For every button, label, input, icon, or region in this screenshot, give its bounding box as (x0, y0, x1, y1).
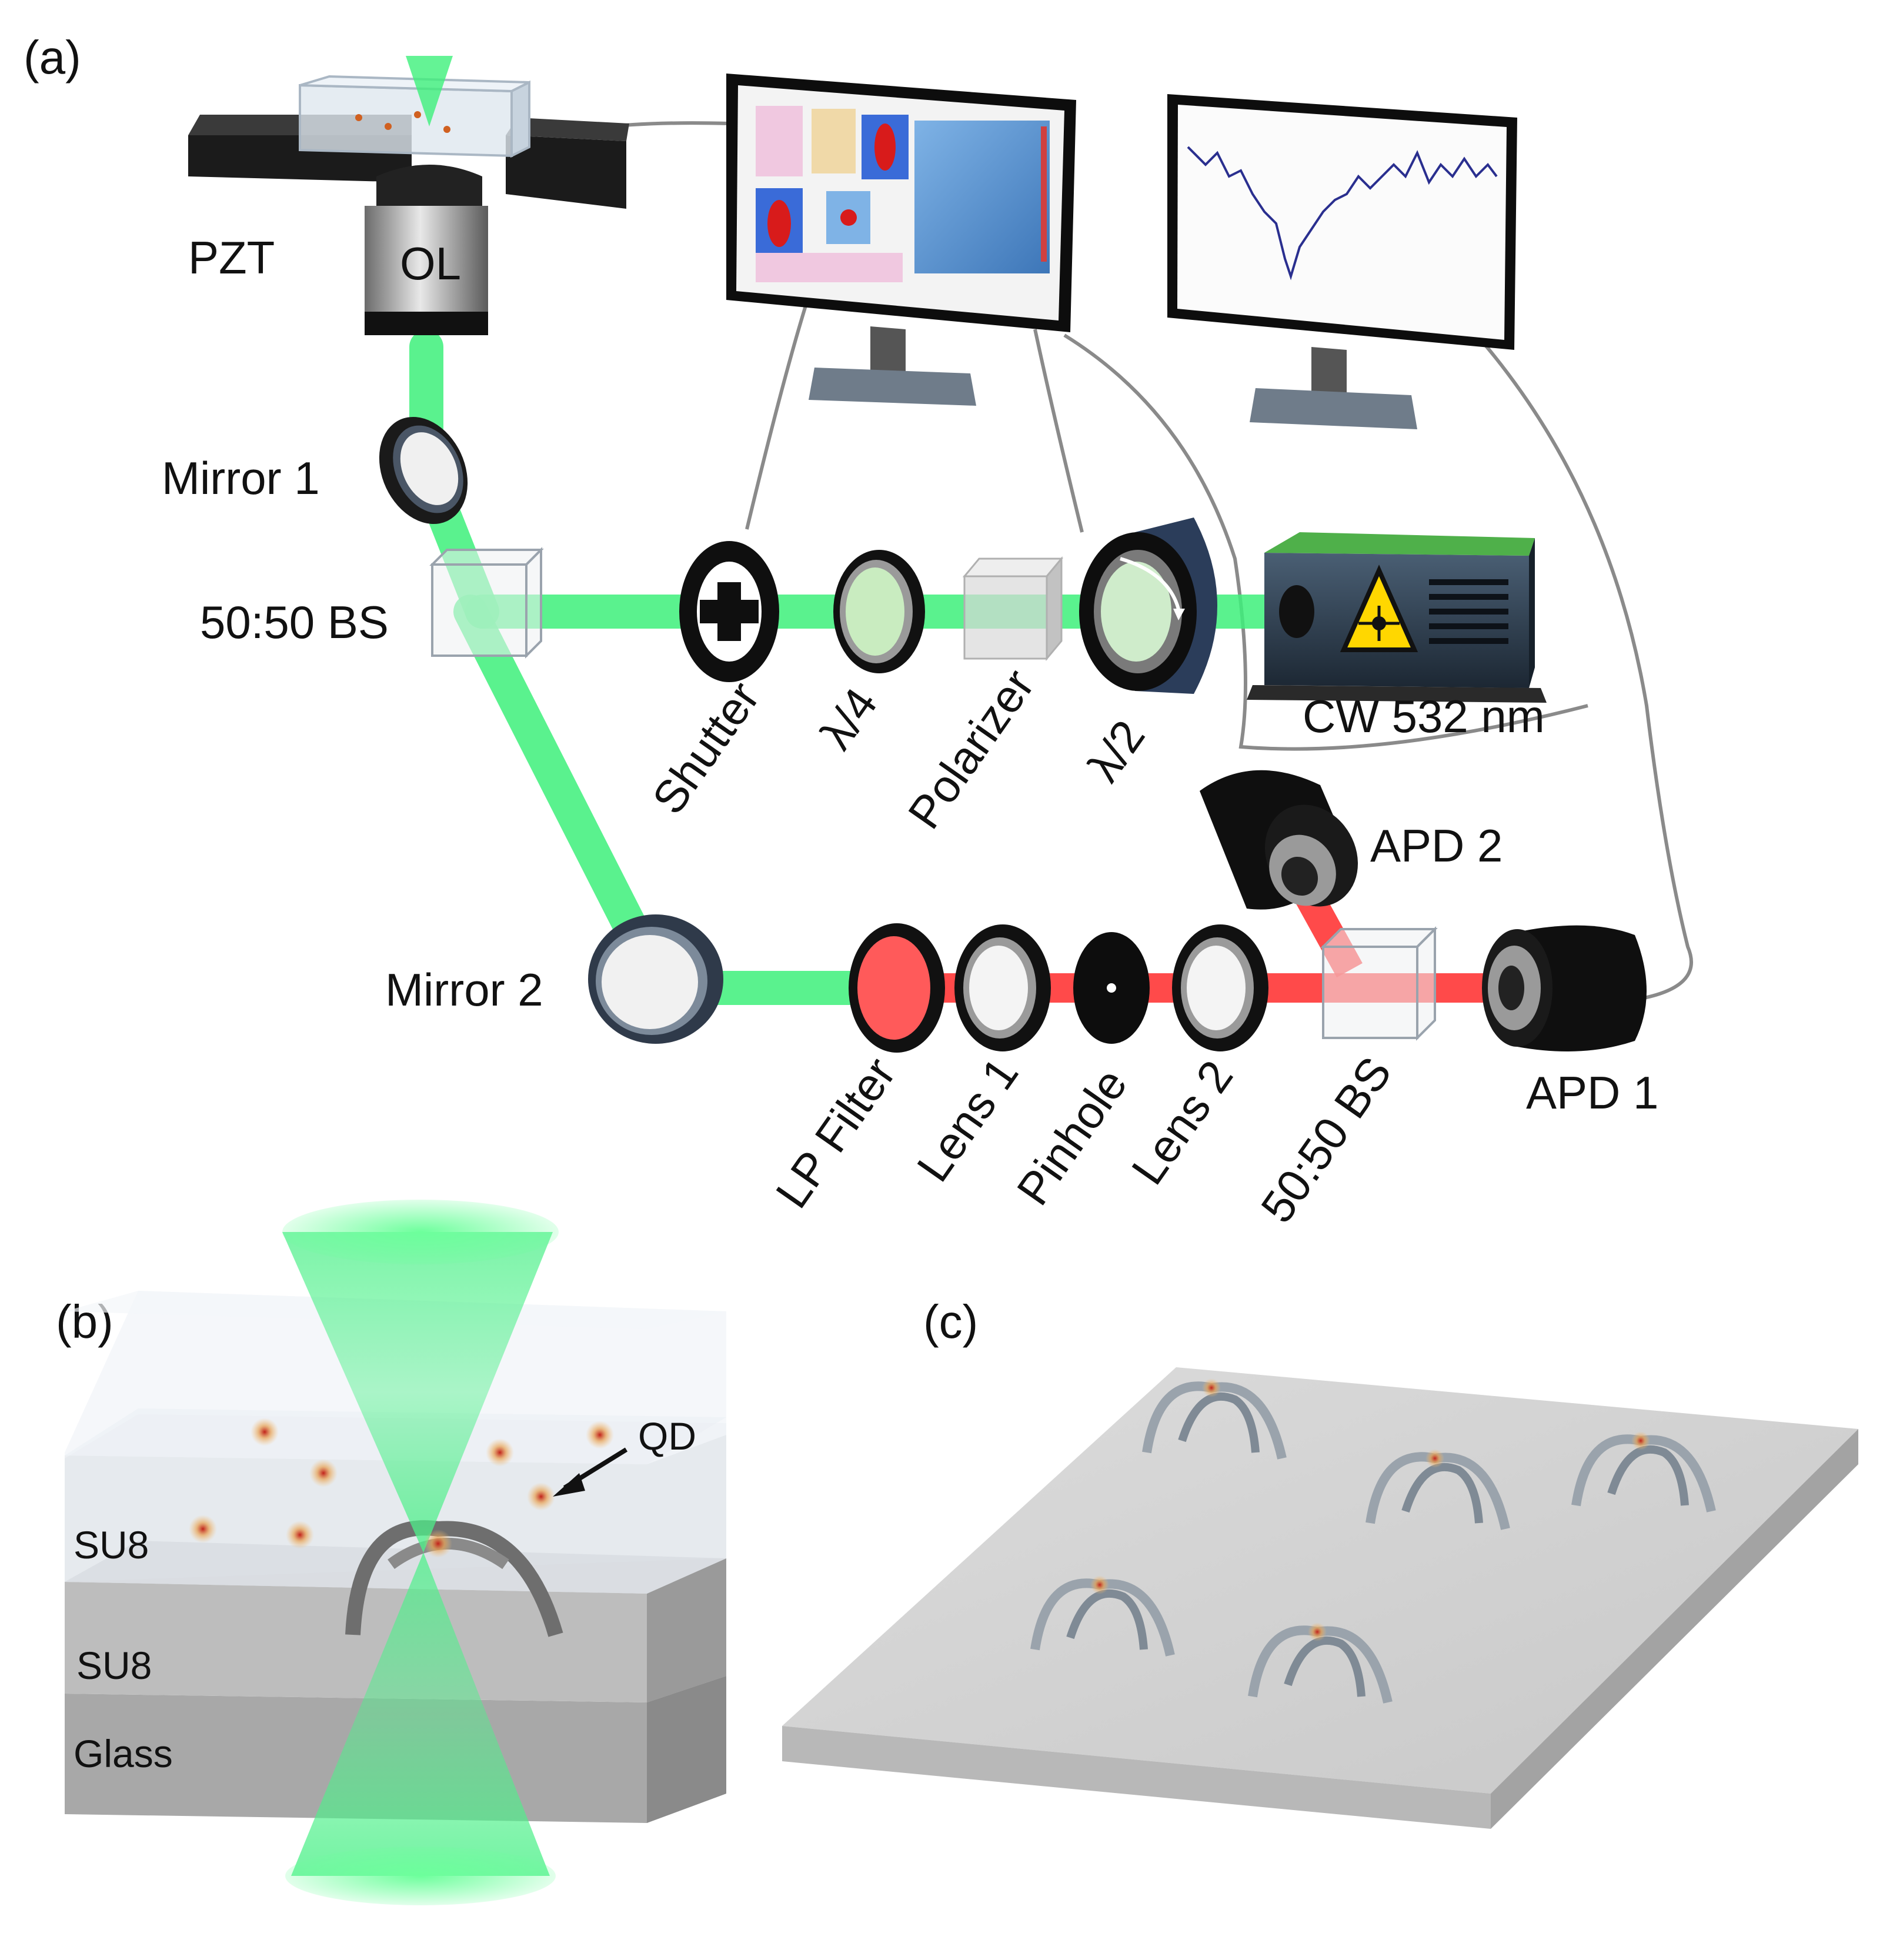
beam-splitter-2 (1320, 926, 1438, 1041)
monitor-left (726, 74, 1076, 406)
label-apd-2: APD 2 (1370, 820, 1503, 872)
lens-2 (1172, 924, 1268, 1051)
label-qd: QD (638, 1414, 696, 1458)
label-bs-1: 50:50 BS (200, 596, 389, 648)
shutter (679, 541, 779, 682)
label-lp-filter: LP Filter (766, 1049, 906, 1217)
label-su8-bottom: SU8 (76, 1644, 152, 1687)
label-mirror-2: Mirror 2 (385, 964, 543, 1016)
label-apd-1: APD 1 (1526, 1067, 1658, 1118)
label-su8-top: SU8 (74, 1523, 149, 1567)
label-lens-2: Lens 2 (1121, 1051, 1243, 1193)
mirror-1 (379, 416, 468, 525)
label-pzt: PZT (188, 232, 275, 283)
apd-1 (1482, 925, 1647, 1051)
label-shutter: Shutter (642, 672, 769, 823)
pinhole (1073, 932, 1150, 1044)
pzt-stage (188, 56, 629, 209)
mirror-2 (588, 914, 723, 1044)
apd-2 (1200, 770, 1358, 910)
objective-lens (365, 165, 488, 335)
label-ol: OL (400, 238, 461, 289)
label-pinhole: Pinhole (1007, 1059, 1137, 1214)
label-laser: CW 532 nm (1303, 690, 1545, 742)
beam-splitter-1 (429, 547, 544, 659)
cables (564, 121, 1693, 1001)
label-lens-1: Lens 1 (907, 1048, 1028, 1190)
polarizer (962, 556, 1064, 662)
label-glass: Glass (74, 1732, 173, 1775)
lp-filter (849, 923, 945, 1053)
sample-cross-section (65, 1200, 726, 1905)
half-wave-plate (1079, 517, 1217, 694)
label-quarter-wave: λ/4 (810, 679, 887, 759)
label-polarizer: Polarizer (898, 660, 1044, 838)
arch-array (1030, 1378, 1716, 1704)
lens-1 (954, 924, 1051, 1051)
laser-cw-532 (1247, 532, 1547, 703)
panel-label-c: (c) (923, 1295, 978, 1348)
panel-label-a: (a) (24, 31, 81, 84)
quarter-wave-plate (833, 550, 925, 673)
label-bs-2: 50:50 BS (1251, 1047, 1401, 1231)
monitor-right (1167, 94, 1517, 429)
label-half-wave: λ/2 (1077, 711, 1155, 791)
arch-array-substrate (782, 1367, 1858, 1829)
label-mirror-1: Mirror 1 (162, 452, 320, 504)
